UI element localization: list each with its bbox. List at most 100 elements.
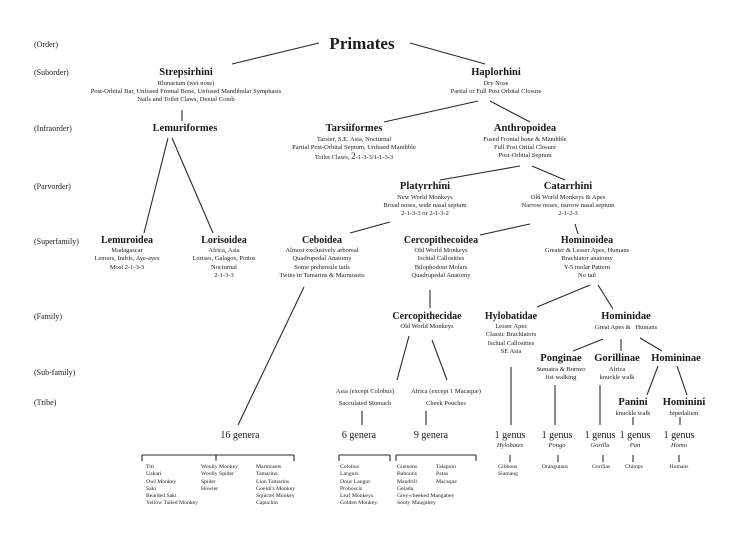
line-haplorhini-tarsiiformes (383, 100, 479, 123)
node-desc: New World Monkeys (397, 193, 453, 201)
node-desc: Partial or Full Post Orbital Closure (450, 87, 542, 95)
node-desc: Brachiator anatomy (561, 255, 613, 263)
species-name: Orangutans (541, 464, 569, 470)
species-name: Grey-cheeked Mangabey (397, 493, 455, 500)
node-hylobatidae: Hylobatidae Lesser Apes Classic Brachiat… (485, 312, 537, 357)
node-desc: Great Apes & Humans (594, 323, 658, 331)
node-desc: Fused Frontal bone & Mandible (483, 135, 567, 143)
node-name: Tarsiiformes (325, 123, 383, 134)
node-desc: Quadrupedal Anatomy (292, 255, 352, 263)
rank-suborder: (Suborder) (34, 68, 69, 77)
genera-9: 9 genera (413, 430, 449, 441)
rank-infraorder: (Infraorder) (34, 124, 72, 133)
genus-name: Hylobates (496, 442, 524, 449)
node-desc: SE Asia (500, 348, 522, 356)
node-desc: Post-Orbital Septum (498, 152, 552, 160)
node-name: Lorisoidea (201, 235, 247, 246)
node-homininae: Homininae (651, 353, 701, 364)
line-hominoidea-hylobatidae (536, 284, 591, 308)
node-desc: No tail (578, 272, 596, 280)
node-tarsiiformes: Tarsiiformes Tarsier, S.E. Asia, Nocturn… (292, 123, 416, 163)
node-desc: 2-1-2-3 (558, 210, 578, 218)
dental-formula: Toilet Claws, 2-1-3-3/1-1-3-3 (292, 152, 416, 162)
genus-name: Pongo (548, 442, 566, 449)
species-name: Golden Monkey. (340, 500, 379, 507)
node-desc: Twins in Tamarins & Marmosets (279, 272, 365, 280)
species-name: Leaf Monkeys. (340, 493, 375, 500)
node-name: Haplorhini (471, 67, 521, 78)
node-anthropoidea: Anthropoidea Fused Frontal bone & Mandib… (483, 123, 567, 161)
genus-homo: 1 genus Homo (664, 431, 695, 450)
rank-family: (Family) (34, 312, 62, 321)
node-desc: Classic Brachiators (485, 331, 537, 339)
species-name: Gorillas (591, 464, 611, 470)
line-hominoidea-hominidae (597, 284, 614, 310)
node-desc: Post-Orbital Bar, Unfused Frontal Bone, … (90, 87, 282, 95)
node-haplorhini: Haplorhini Dry Nose Partial or Full Post… (450, 67, 542, 96)
rank-parvorder: (Parvorder) (34, 182, 71, 191)
line-primates-haplorhini (409, 42, 486, 65)
node-name: Cercopithecoidea (403, 235, 479, 246)
node-desc: Africa (608, 365, 626, 373)
node-name: Hylobatidae (484, 311, 538, 322)
node-lemuriformes: Lemuriformes (152, 123, 218, 134)
formula-big-digit: 2 (351, 151, 356, 162)
line-catarrhini-cercopithecoidea (479, 223, 531, 236)
species-list-cercopithecines-1: Guenons Baboons Mandrill Gelada Grey-che… (397, 464, 454, 508)
node-desc: Sumatra & Borneo (536, 365, 586, 373)
node-desc: 2-1-3-3 (214, 272, 234, 280)
genus-gorilla: 1 genus Gorilla (585, 431, 616, 450)
node-name: Cercopithecidae (392, 311, 462, 322)
species-list-homo: Humans (670, 464, 689, 471)
rank-subfamily: (Sub-family) (34, 368, 76, 377)
formula-prefix: Toilet Claws, (314, 154, 352, 162)
species-name: Bearded Saki (146, 493, 177, 500)
line-lemuriformes-lemuroidea (143, 137, 169, 234)
species-name: Goeldi's Monkey (256, 485, 296, 492)
genera-16: 16 genera (220, 430, 260, 441)
node-ponginae: Ponginae Sumatra & Borneo fist walking (536, 353, 586, 382)
node-desc: Most 2-1-3-3 (109, 263, 145, 271)
page-title: Primates (329, 34, 395, 53)
node-desc: Africa, Asia (208, 247, 240, 254)
node-name: Ponginae (540, 353, 582, 364)
node-desc: knuckle walk (615, 409, 651, 417)
species-name: Marmosets (256, 464, 282, 470)
node-gorillinae: Gorillinae Africa knuckle walk (594, 353, 640, 382)
species-name: Woolly Monkey (201, 464, 238, 470)
node-cercopithecoidea: Cercopithecoidea Old World Monkeys Ischi… (404, 236, 478, 281)
line-anthropoidea-platyrrhini (439, 165, 521, 181)
species-name: Colobus (340, 464, 359, 470)
node-desc: Ischial Callosities (487, 339, 535, 347)
species-name: Woolly Spider (201, 471, 234, 478)
species-name: Squirrel Monkey (256, 493, 295, 500)
species-name: Gelada (397, 485, 414, 492)
node-desc: Some prehensile tails (294, 263, 350, 271)
node-platyrrhini: Platyrrhini New World Monkeys Broad nose… (383, 181, 466, 219)
species-name: Humans (669, 464, 689, 470)
species-name: Uakari (146, 471, 162, 478)
species-list-hylobates: Gibbons Siamang (498, 464, 518, 479)
node-desc: Quadrupedal Anatomy (411, 272, 471, 280)
rank-tribe: (Tribe) (34, 398, 57, 407)
species-name: Capuchin (256, 500, 278, 507)
line-primates-strepsirhini (231, 42, 320, 65)
node-desc: Asia (except Colobus) (335, 388, 395, 395)
node-name: Hominidae (601, 311, 651, 322)
species-list-colobines: Colobus Langurs Douc Langur Proboscis Le… (340, 464, 378, 508)
node-desc: Greater & Lesser Apes, Humans (544, 247, 630, 254)
node-name: Strepsirhini (159, 67, 213, 78)
species-list-gorilla: Gorillas (592, 464, 610, 471)
species-name: Guenons (397, 464, 418, 470)
species-name: Gibbons (498, 464, 518, 470)
species-name: Lion Tamarins (256, 478, 290, 485)
genus-count: 1 genus (541, 430, 573, 441)
genus-pongo: 1 genus Pongo (542, 431, 573, 450)
node-desc: Old World Monkeys (414, 247, 468, 254)
node-desc: Nocturnal (210, 263, 237, 271)
node-name: Ceboidea (302, 235, 342, 246)
genus-count: 1 genus (494, 430, 526, 441)
node-africa-group: Africa (except 1 Macaque) Cheek Pouches (411, 388, 481, 409)
line-homininae-hominini (676, 365, 688, 396)
node-desc: fist walking (545, 373, 577, 381)
